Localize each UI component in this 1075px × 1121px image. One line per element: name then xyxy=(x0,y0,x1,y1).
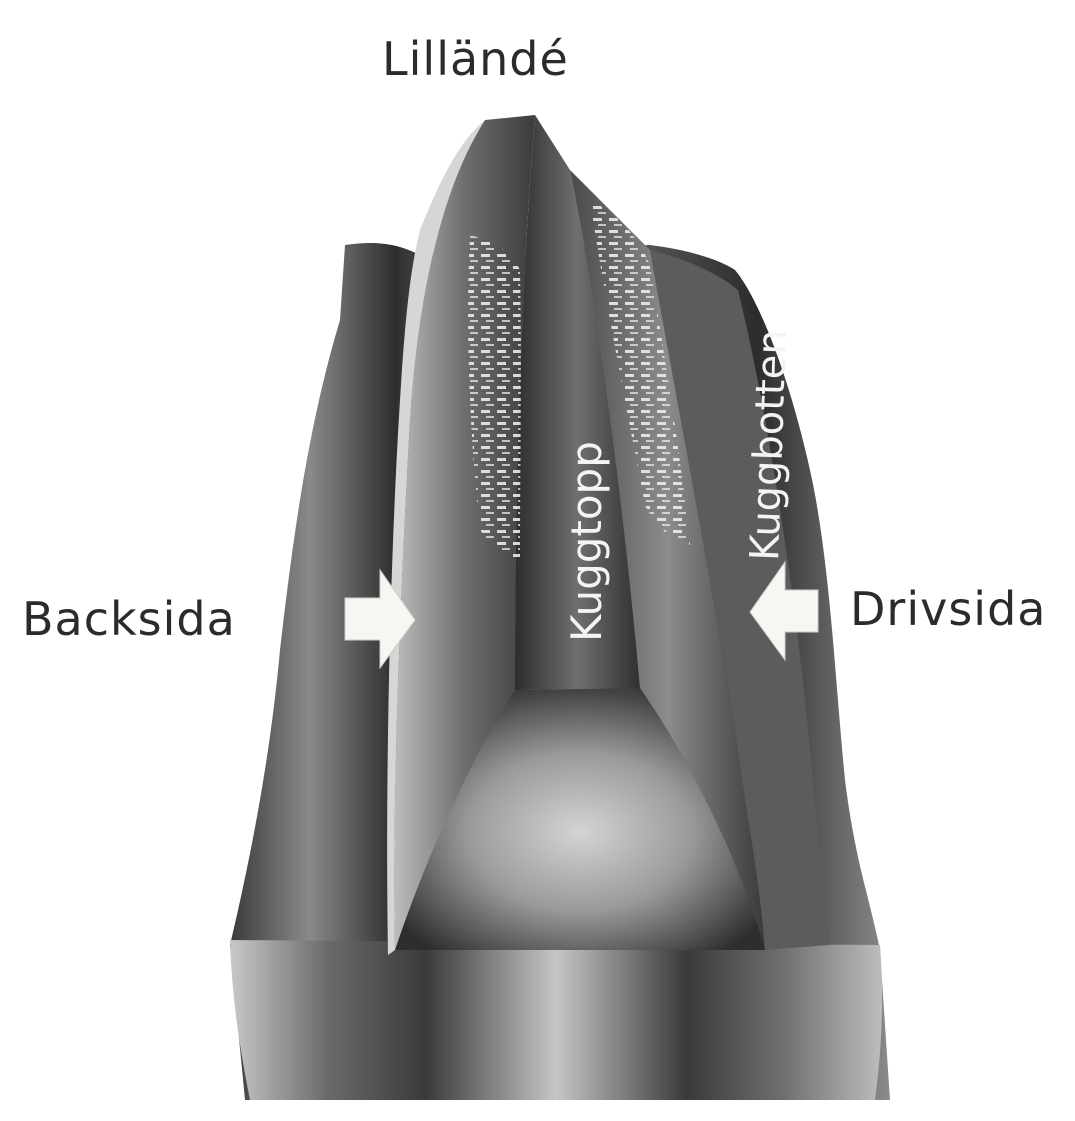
label-kuggtopp: Kuggtopp xyxy=(562,441,611,642)
label-kuggbotten: Kuggbotten xyxy=(742,329,796,562)
label-drivsida: Drivsida xyxy=(850,582,1046,636)
label-backsida: Backsida xyxy=(22,592,236,646)
gear-base-band xyxy=(230,940,882,1100)
label-lillande: Lilländé xyxy=(382,32,569,86)
